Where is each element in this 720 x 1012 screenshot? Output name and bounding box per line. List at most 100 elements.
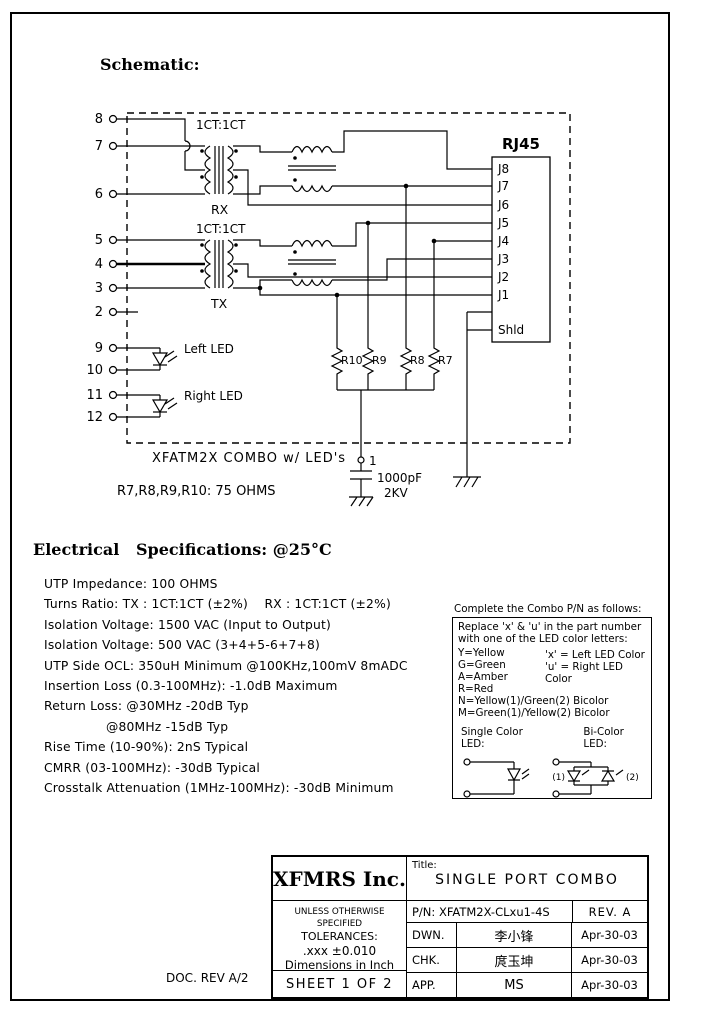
checked-signature: 庹玉坤 — [457, 948, 572, 972]
rj45-port-j2: J2 — [497, 270, 509, 284]
resistor-note: R7,R8,R9,R10: 75 OHMS — [117, 484, 276, 499]
combo-intro-2: with one of the LED color letters: — [458, 633, 628, 645]
drawn-row: DWN. 李小锋 Apr-30-03 — [407, 923, 647, 948]
cap-value-label: 1000pF — [377, 471, 422, 485]
termination-capacitor: 1 1000pF 2KV — [349, 390, 422, 507]
rj45-connector: RJ45 J8 J7 J6 J5 J4 J3 J2 J1 Shld — [491, 135, 551, 343]
spec-line: Crosstalk Attenuation (1MHz-100MHz): -30… — [44, 781, 394, 796]
interconnect-wires — [233, 130, 492, 345]
rx-choke — [288, 145, 336, 193]
tx-choke — [288, 239, 336, 287]
schematic-caption: XFATM2X COMBO w/ LED's — [152, 451, 346, 466]
combo-note: Complete the Combo P/N as follows: Repla… — [452, 603, 652, 799]
approved-label: APP. — [407, 973, 457, 997]
sheet-number: SHEET 1 OF 2 — [285, 976, 394, 992]
checked-row: CHK. 庹玉坤 Apr-30-03 — [407, 948, 647, 973]
page-border — [10, 12, 670, 1001]
revision: REV. A — [588, 904, 632, 919]
rx-ratio-label: 1CT:1CT — [196, 118, 246, 132]
bi-led-label: Bi-Color LED: — [583, 726, 624, 750]
electrical-specs: UTP Impedance: 100 OHMS Turns Ratio: TX … — [44, 574, 408, 798]
color-option: Y=Yellow — [458, 647, 505, 659]
r10-label: R10 — [341, 354, 363, 367]
rj45-port-j5: J5 — [497, 216, 509, 230]
pin-4-label: 4 — [95, 257, 103, 272]
left-led-label: Left LED — [184, 342, 234, 356]
schematic-diagram: 8 7 6 5 4 3 2 9 10 11 12 1CT:1CT RX — [86, 112, 571, 507]
right-led: Right LED — [116, 389, 243, 418]
spec-line: CMRR (03-100MHz): -30dB Typical — [44, 760, 260, 775]
approved-row: APP. MS Apr-30-03 — [407, 973, 647, 997]
cap-rating-label: 2KV — [384, 486, 409, 500]
tx-label: TX — [210, 296, 228, 311]
color-option: N=Yellow(1)/Green(2) Bicolor — [458, 695, 609, 707]
spec-line: UTP Impedance: 100 OHMS — [44, 577, 218, 591]
bi-led-2-label: (2) — [626, 773, 639, 783]
rj45-title: RJ45 — [502, 135, 540, 153]
drawing-title: SINGLE PORT COMBO — [435, 872, 619, 888]
spec-line: Rise Time (10-90%): 2nS Typical — [44, 740, 249, 755]
spec-line: Return Loss: @30MHz -20dB Typ — [44, 699, 249, 714]
pin-8-label: 8 — [95, 112, 103, 127]
part-number: P/N: XFATM2X-CLxu1-4S — [407, 901, 573, 922]
color-option: R=Red — [458, 683, 494, 695]
approved-date: Apr-30-03 — [581, 978, 638, 992]
schematic-heading: Schematic: — [100, 55, 200, 74]
single-led-symbol — [463, 758, 530, 798]
color-option: A=Amber — [458, 671, 508, 683]
tx-transformer: 1CT:1CT TX — [196, 222, 246, 311]
spec-line: @80MHz -15dB Typ — [106, 719, 229, 734]
combo-color-list: Y=Yellow G=Green A=Amber R=Red N=Yellow(… — [458, 647, 646, 719]
x-note: 'x' = Left LED Color — [545, 649, 645, 661]
pin-2-label: 2 — [95, 305, 103, 320]
r9-label: R9 — [372, 354, 387, 367]
left-pins: 8 7 6 5 4 3 2 9 10 11 12 — [86, 112, 118, 425]
drawn-label: DWN. — [407, 923, 457, 947]
bi-color-led-symbol: (1) (2) — [552, 758, 639, 798]
drawn-date: Apr-30-03 — [581, 928, 638, 942]
pin-12-label: 12 — [86, 410, 103, 425]
rj45-port-j3: J3 — [497, 252, 509, 266]
shield-ground — [453, 311, 492, 488]
single-led-label: Single Color LED: — [461, 726, 523, 750]
u-note: 'u' = Right LED Color — [545, 661, 623, 685]
checked-label: CHK. — [407, 948, 457, 972]
pin-5-label: 5 — [95, 233, 103, 248]
spec-line: Isolation Voltage: 1500 VAC (Input to Ou… — [44, 617, 331, 632]
combo-intro-1: Replace 'x' & 'u' in the part number — [458, 621, 642, 633]
color-option: M=Green(1)/Yellow(2) Bicolor — [458, 707, 610, 719]
rx-label: RX — [211, 202, 229, 217]
electrical-heading: Electrical Specifications: @25°C — [33, 540, 332, 559]
pin-9-label: 9 — [95, 341, 103, 356]
rj45-shield-label: Shld — [498, 323, 524, 337]
doc-revision: DOC. REV A/2 — [166, 971, 249, 985]
pin-6-label: 6 — [95, 187, 103, 202]
tx-ratio-label: 1CT:1CT — [196, 222, 246, 236]
checked-date: Apr-30-03 — [581, 953, 638, 967]
rj45-port-j8: J8 — [497, 162, 509, 176]
module-dashed-boundary — [126, 112, 571, 444]
spec-line: Turns Ratio: TX : 1CT:1CT (±2%) RX : 1CT… — [44, 597, 391, 612]
rj45-port-j7: J7 — [497, 179, 509, 193]
combo-note-box: Replace 'x' & 'u' in the part number wit… — [452, 617, 652, 799]
node-1-label: 1 — [369, 454, 377, 468]
r7-label: R7 — [438, 354, 453, 367]
r8-label: R8 — [410, 354, 425, 367]
led-symbol-diagrams: (1) (2) — [463, 758, 639, 798]
bi-led-1-label: (1) — [552, 773, 565, 783]
pin-10-label: 10 — [86, 363, 103, 378]
spec-line: UTP Side OCL: 350uH Minimum @100KHz,100m… — [44, 658, 408, 673]
pin-11-label: 11 — [86, 388, 103, 403]
left-led: Left LED — [116, 342, 234, 371]
title-label: Title: — [412, 860, 437, 871]
termination-resistors: R10 R9 R8 R7 — [330, 345, 453, 391]
color-option: G=Green — [458, 659, 506, 671]
approved-signature: MS — [457, 973, 572, 997]
title-block: XFMRS Inc. Title: SINGLE PORT COMBO UNLE… — [271, 855, 649, 999]
combo-note-title: Complete the Combo P/N as follows: — [454, 603, 642, 615]
drawn-signature: 李小锋 — [457, 923, 572, 947]
rj45-port-j6: J6 — [497, 198, 509, 212]
rj45-port-j1: J1 — [497, 288, 509, 302]
right-led-label: Right LED — [184, 389, 243, 403]
pin-7-label: 7 — [95, 139, 103, 154]
